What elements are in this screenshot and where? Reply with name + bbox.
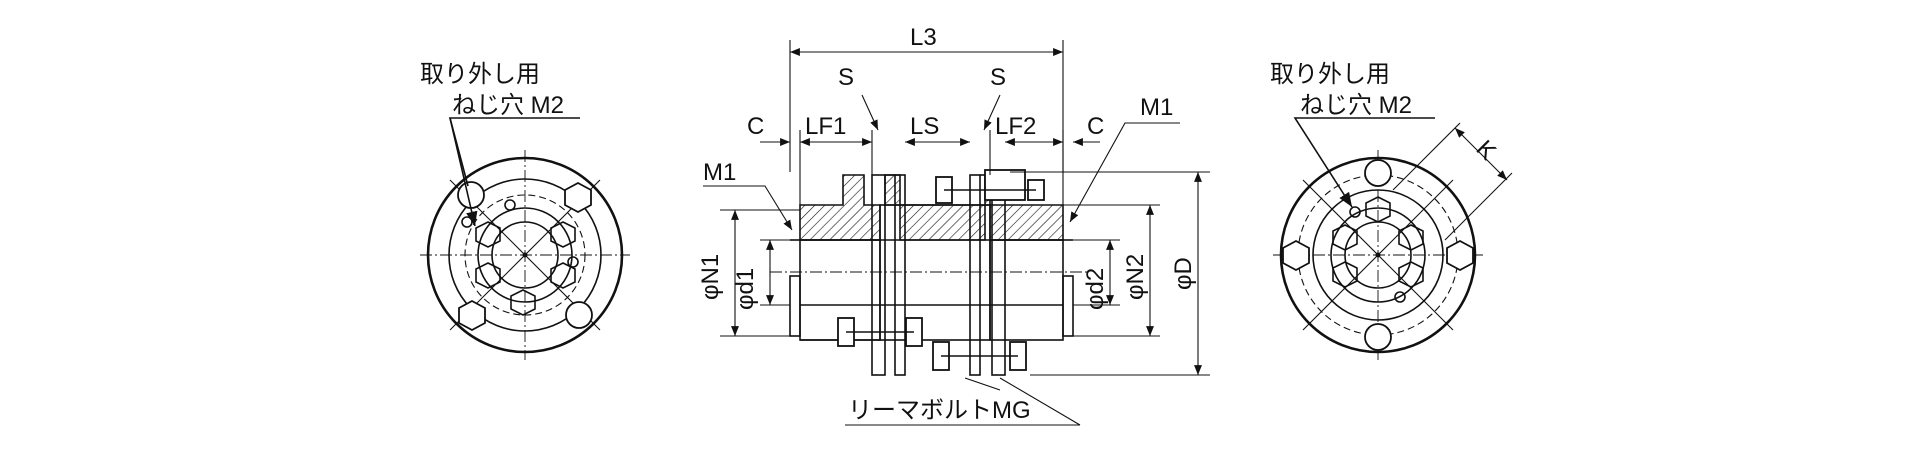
dim-ls: LS (910, 113, 939, 140)
dim-d: φD (1170, 257, 1197, 290)
dim-c-right: C (1087, 113, 1104, 140)
dim-s-left: S (838, 64, 854, 91)
left-callout-line2: ねじ穴 M2 (452, 92, 564, 119)
dim-d1: φd1 (732, 268, 759, 310)
right-end-view: 取り外し用 ねじ穴 M2 K (1270, 61, 1513, 360)
dim-lf1: LF1 (805, 113, 846, 140)
left-end-view: 取り外し用 ねじ穴 M2 (420, 61, 630, 360)
dim-k: K (1471, 135, 1501, 165)
left-callout-line1: 取り外し用 (420, 61, 540, 88)
right-callout-line1: 取り外し用 (1270, 61, 1390, 88)
side-section-view: L3 C LF1 LS LF2 C S S M1 M1 φN1 (697, 24, 1210, 426)
label-m1-right: M1 (1140, 94, 1173, 121)
dim-l3: L3 (910, 24, 937, 51)
dim-lf2: LF2 (995, 113, 1036, 140)
label-m1-left: M1 (703, 159, 736, 186)
dim-n2: φN2 (1122, 254, 1149, 300)
dim-s-right: S (990, 64, 1006, 91)
dim-n1: φN1 (697, 254, 724, 300)
bolt-label: リーマボルトMG (848, 397, 1031, 424)
right-callout-line2: ねじ穴 M2 (1300, 92, 1412, 119)
dim-d2: φd2 (1082, 268, 1109, 310)
dim-c-left: C (747, 113, 764, 140)
